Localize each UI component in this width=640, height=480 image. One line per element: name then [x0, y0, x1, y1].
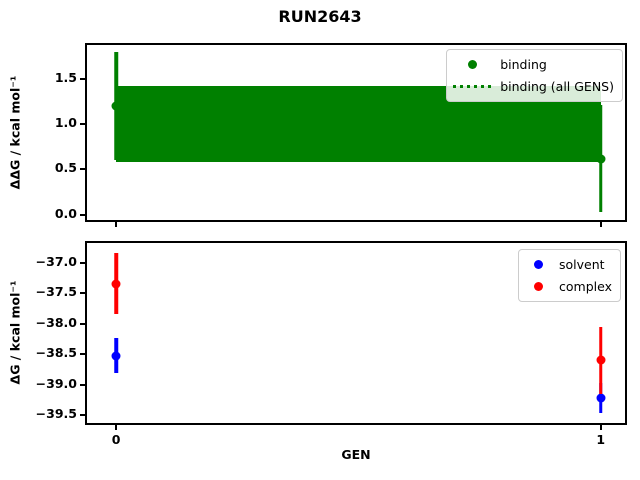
bottom-y-axis-label: ΔG / kcal mol⁻¹ — [7, 280, 23, 385]
legend-entry-solvent: solvent — [525, 253, 612, 275]
y-tick-label: 1.5 — [54, 70, 77, 86]
complex-dot-icon — [533, 281, 543, 291]
data-point-binding — [596, 154, 606, 164]
y-tick-label: −39.5 — [35, 406, 77, 422]
x-tick-label: 0 — [111, 432, 121, 447]
y-tick-label: −37.5 — [35, 284, 77, 300]
bottom-subplot-axes: solvent complex −37.0 −37.5 −38.0 −38.5 −39.… — [36, 241, 627, 447]
legend-entry-complex: complex — [525, 275, 612, 297]
legend-handle — [453, 59, 491, 69]
data-point-binding — [111, 101, 121, 111]
x-axis-label: GEN — [341, 447, 371, 462]
legend-handle — [525, 259, 551, 269]
data-point-complex — [596, 355, 606, 365]
y-tick-label: −37.0 — [35, 254, 77, 270]
legend-entry-binding-all-gens: binding (all GENS) — [453, 75, 614, 97]
y-tick — [80, 168, 85, 171]
legend-label-binding-all-gens: binding (all GENS) — [500, 78, 614, 94]
legend-handle — [453, 84, 492, 88]
y-tick-label: −39.0 — [35, 375, 77, 391]
solvent-dot-icon — [533, 259, 543, 269]
x-tick — [599, 222, 602, 227]
binding-dot-icon — [467, 59, 477, 69]
data-point-solvent — [111, 351, 121, 360]
y-tick — [80, 213, 85, 216]
y-tick — [80, 322, 85, 325]
legend-label-binding: binding — [500, 56, 547, 72]
y-tick-label: 1.0 — [54, 115, 77, 131]
y-tick — [80, 414, 85, 417]
x-tick — [599, 425, 602, 430]
y-tick-label: 0.5 — [54, 160, 77, 176]
legend-handle — [525, 281, 551, 291]
y-tick — [80, 353, 85, 356]
y-tick-label: 0.0 — [54, 205, 77, 221]
top-y-axis-label: ΔΔG / kcal mol⁻¹ — [7, 75, 23, 190]
dotted-line-icon — [453, 84, 492, 88]
y-tick — [80, 123, 85, 126]
y-tick-label: −38.0 — [35, 314, 77, 330]
y-tick — [80, 78, 85, 81]
y-tick — [80, 292, 85, 295]
legend-entry-binding: binding — [453, 53, 614, 75]
legend-label-solvent: solvent — [559, 256, 605, 272]
bottom-legend: solvent complex — [518, 249, 621, 302]
x-tick — [115, 222, 118, 227]
legend-label-complex: complex — [559, 278, 612, 294]
top-legend: binding binding (all GENS) — [446, 49, 623, 102]
data-point-solvent — [596, 393, 606, 403]
y-tick — [80, 262, 85, 265]
data-point-complex — [111, 279, 121, 289]
y-tick-label: −38.5 — [35, 345, 77, 361]
x-tick — [115, 425, 118, 430]
x-tick-label: 1 — [596, 432, 606, 447]
top-subplot-axes: binding binding (all GENS) 1.5 1.0 0.5 0.0 — [55, 43, 627, 227]
y-tick — [80, 383, 85, 386]
figure-title: RUN2643 — [278, 7, 362, 26]
